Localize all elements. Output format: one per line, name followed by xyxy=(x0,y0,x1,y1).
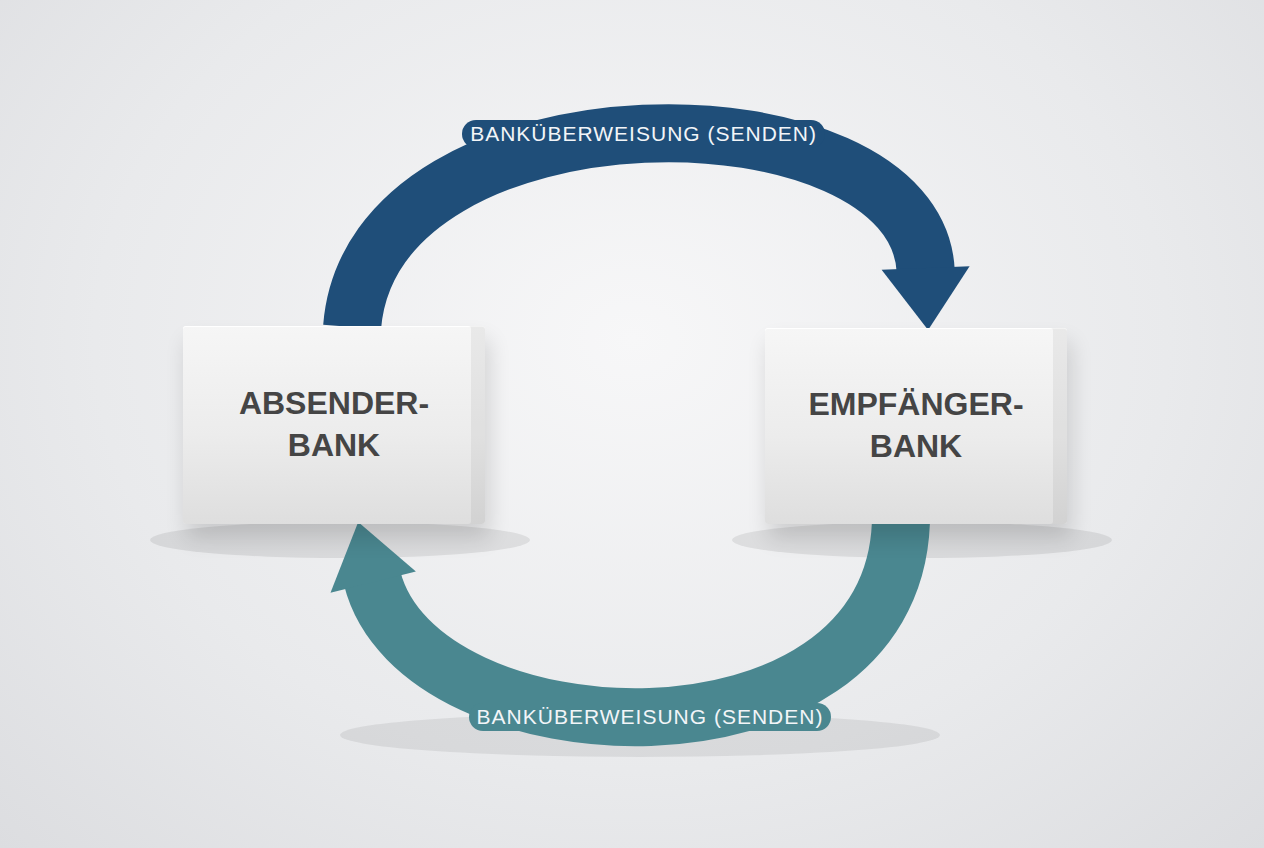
bank-name: ABSENDER- BANK xyxy=(214,383,454,466)
arrow-head xyxy=(882,266,970,330)
transfer-arrow xyxy=(352,133,970,330)
transfer-arrow xyxy=(331,522,901,717)
bank-box: EMPFÄNGER- BANK xyxy=(765,328,1067,524)
arrow-label: BANKÜBERWEISUNG (SENDEN) xyxy=(462,120,825,148)
arrow-band xyxy=(352,133,926,327)
arrow-head xyxy=(331,522,416,593)
bank-box: ABSENDER- BANK xyxy=(183,326,485,524)
arrow-label: BANKÜBERWEISUNG (SENDEN) xyxy=(469,703,832,731)
box-shadow xyxy=(150,522,530,558)
arrow-band xyxy=(372,523,901,717)
bank-name: EMPFÄNGER- BANK xyxy=(796,384,1036,467)
